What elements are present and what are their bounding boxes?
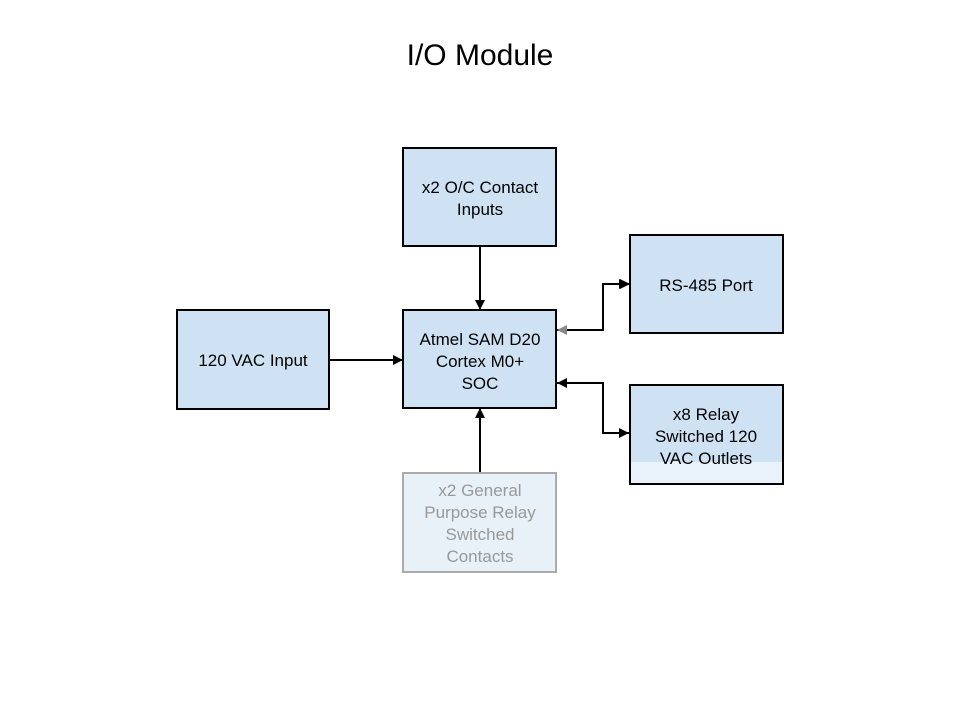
arrowhead (619, 279, 629, 289)
node-label: x8 Relay (673, 405, 740, 424)
node-contact-inputs: x2 O/C Contact Inputs (402, 147, 557, 247)
node-relay-outlets: x8 Relay Switched 120 VAC Outlets (629, 384, 784, 485)
node-label: RS-485 Port (659, 276, 753, 295)
edge-soc-rs485 (557, 279, 630, 331)
node-label: Switched (446, 525, 515, 544)
node-gp-relay-contacts: x2 General Purpose Relay Switched Contac… (402, 472, 557, 573)
edge-soc-relay (557, 382, 629, 434)
node-rs485-port: RS-485 Port (629, 234, 784, 334)
arrowhead (557, 325, 567, 335)
arrowhead (619, 428, 629, 438)
arrowhead (557, 378, 567, 388)
node-label: Purpose Relay (424, 503, 536, 522)
node-label: VAC Outlets (660, 449, 752, 468)
node-label: x2 O/C Contact (422, 178, 538, 197)
diagram-title: I/O Module (407, 39, 554, 72)
node-label: Atmel SAM D20 (420, 330, 541, 349)
node-label: Contacts (446, 547, 513, 566)
node-label: 120 VAC Input (198, 351, 308, 370)
node-soc: Atmel SAM D20 Cortex M0+ SOC (402, 309, 557, 409)
node-label: Cortex M0+ (436, 352, 524, 371)
node-label: Inputs (457, 200, 503, 219)
node-120vac-input: 120 VAC Input (176, 309, 330, 410)
node-label: x2 General (438, 481, 521, 500)
node-label: Switched 120 (655, 427, 757, 446)
node-label: SOC (462, 374, 499, 393)
